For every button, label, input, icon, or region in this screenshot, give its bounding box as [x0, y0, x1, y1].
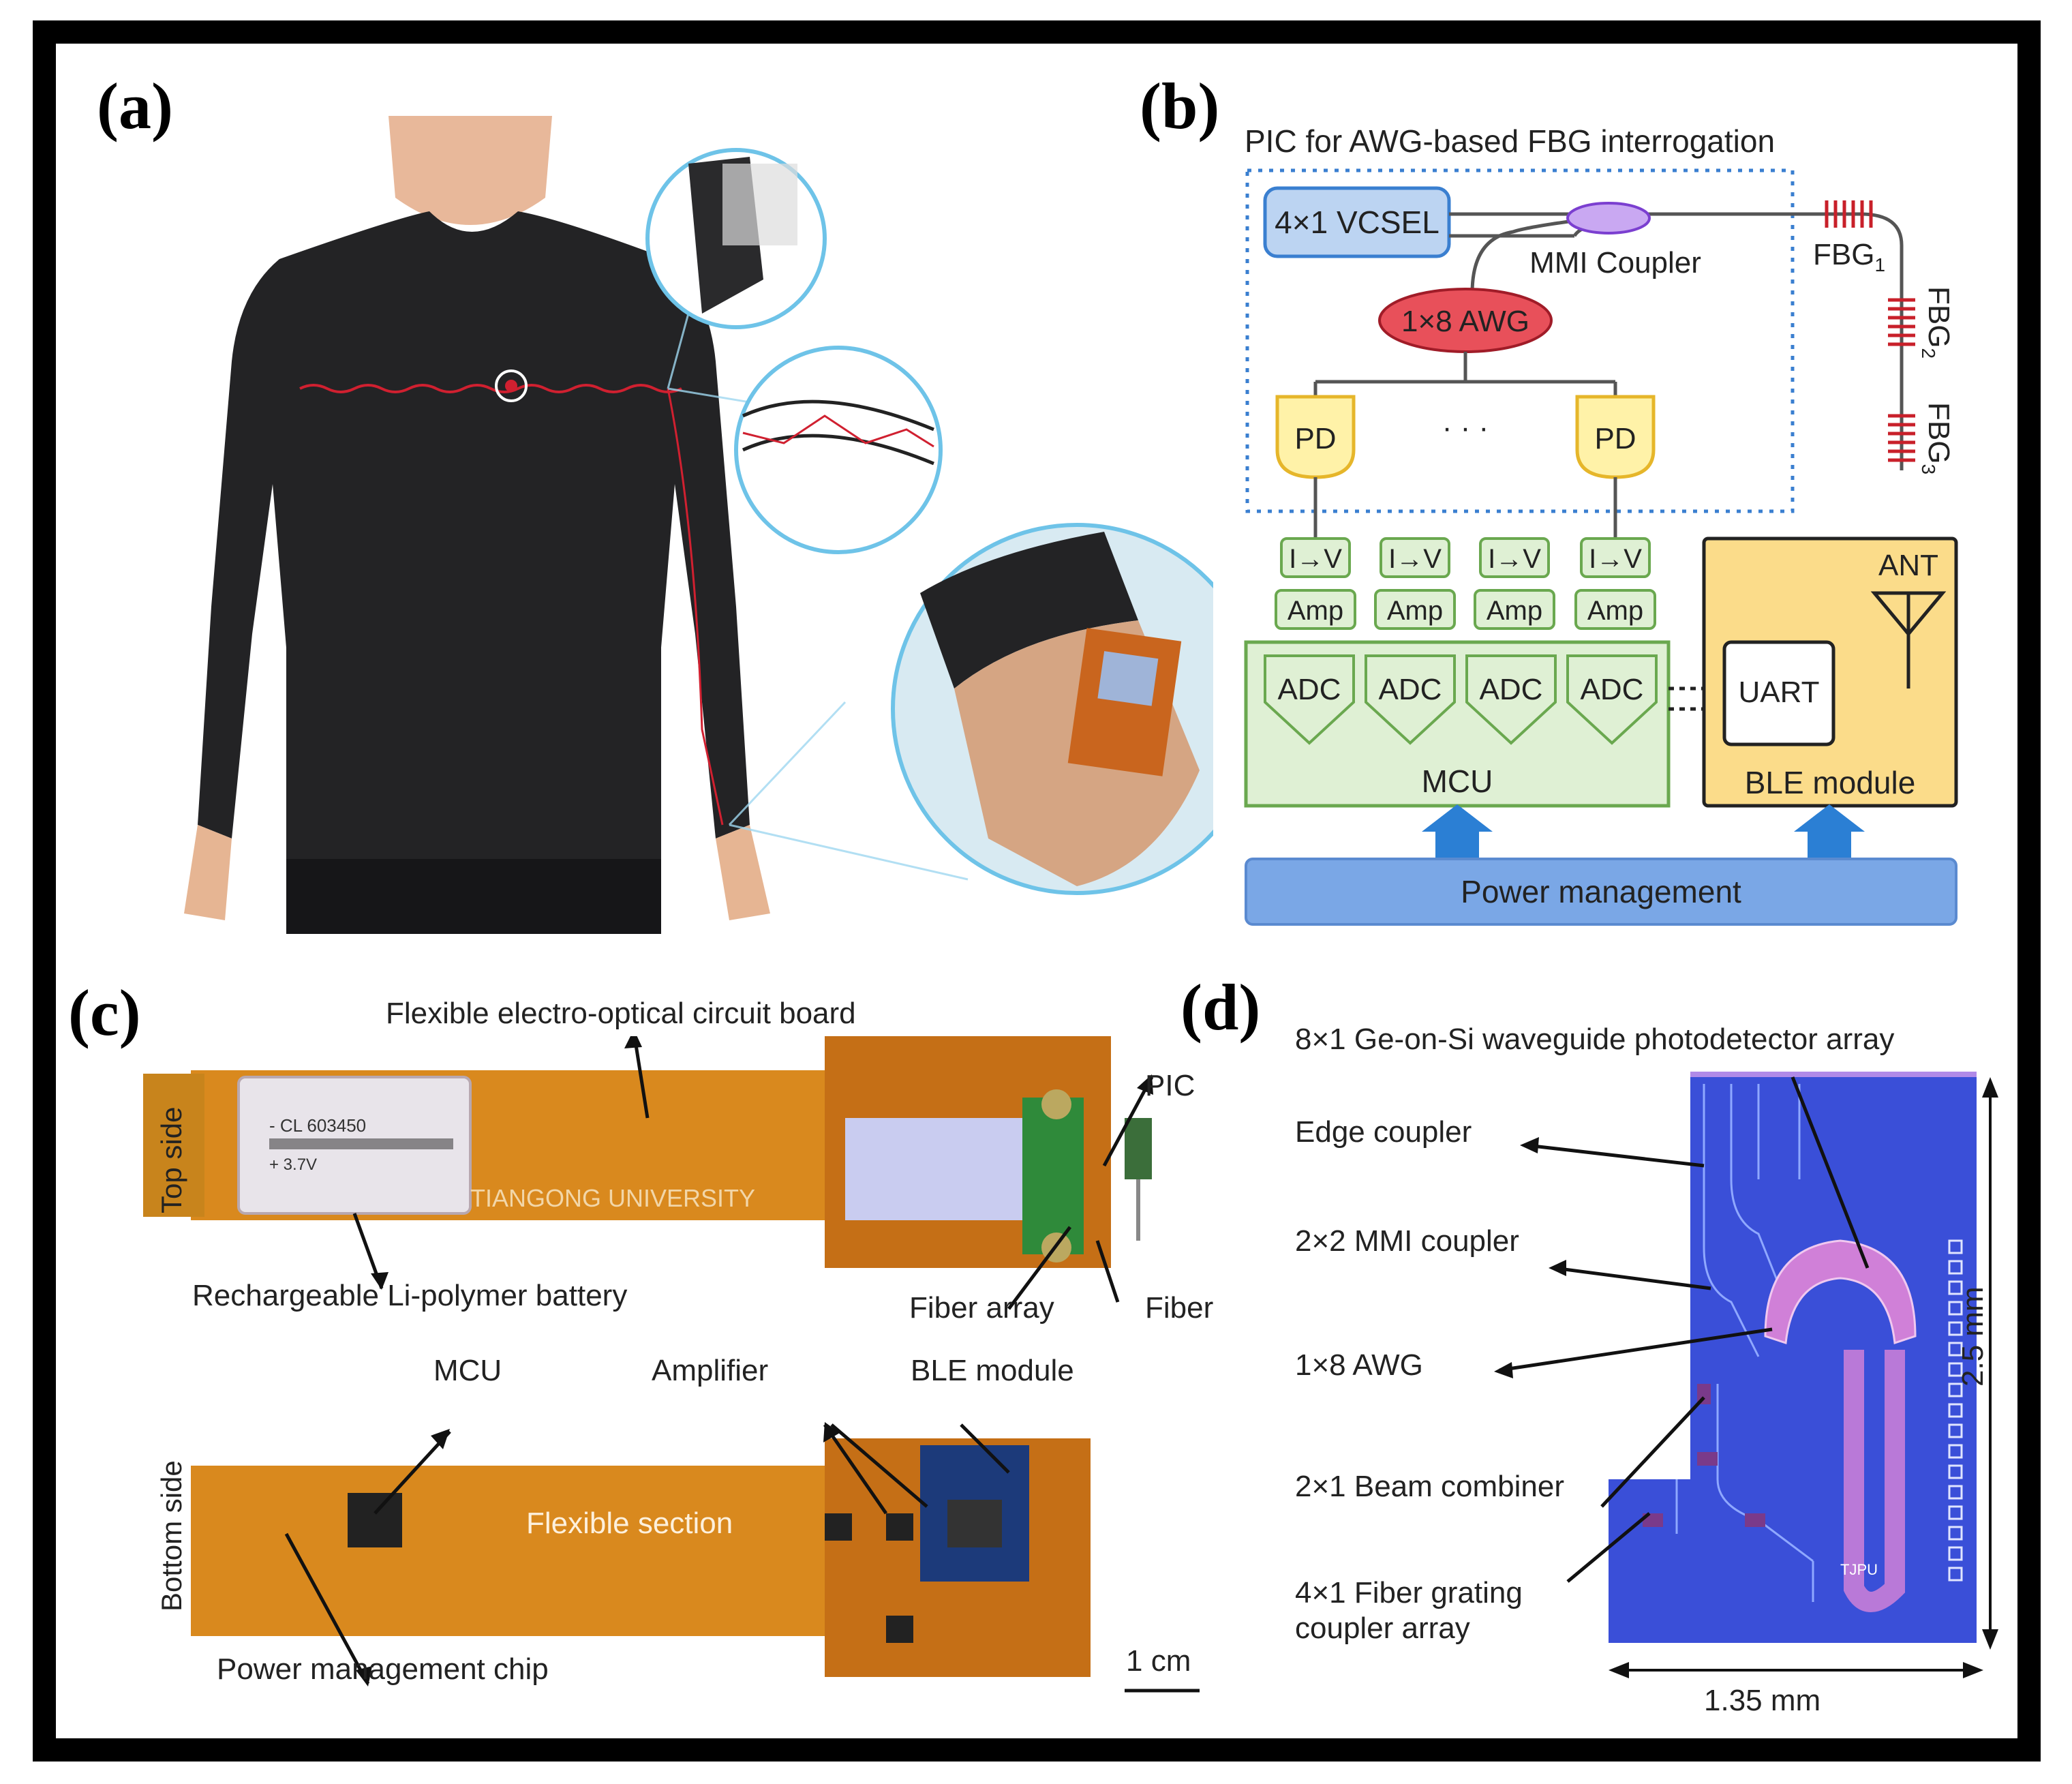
awg-label: 1×8 AWG	[1401, 305, 1529, 338]
ble-module-label: BLE module	[911, 1354, 1074, 1387]
beam-combiner-label: 2×1 Beam combiner	[1295, 1470, 1564, 1503]
iv-row: I→V I→V I→V I→V	[1280, 537, 1651, 578]
neck	[388, 116, 552, 225]
svg-text:+ 3.7V: + 3.7V	[269, 1155, 317, 1174]
fiber-line	[299, 384, 682, 393]
mcu-label: MCU	[1422, 764, 1493, 799]
amp-row: Amp Amp Amp Amp	[1275, 589, 1656, 630]
svg-text:ADC: ADC	[1278, 673, 1341, 706]
svg-text:ADC: ADC	[1379, 673, 1442, 706]
pd-ellipsis: · · ·	[1442, 411, 1489, 444]
adc-row	[1264, 654, 1658, 745]
vcsel-label: 4×1 VCSEL	[1275, 205, 1439, 240]
top-board-photo: - CL 603450 + 3.7V TIANGONG UNIVERSITY	[143, 1036, 1186, 1268]
scale-label: 1 cm	[1126, 1644, 1191, 1678]
svg-text:I→V: I→V	[1488, 544, 1541, 574]
flexible-section-label: Flexible section	[526, 1507, 733, 1540]
mmi-coupler-label: 2×2 MMI coupler	[1295, 1224, 1519, 1258]
power-management-bar	[1245, 858, 1957, 926]
fbg1-grating	[1825, 200, 1873, 228]
fiber-array-label: Fiber array	[909, 1291, 1054, 1325]
power-arrows	[1422, 804, 1865, 859]
width-label: 1.35 mm	[1704, 1684, 1821, 1717]
fiber-array-window	[845, 1118, 1036, 1220]
fbg3-label: FBG3	[1918, 402, 1955, 474]
panel-label-c: (c)	[68, 976, 141, 1049]
svg-text:Amp: Amp	[1587, 596, 1643, 626]
power-chip-label: Power management chip	[217, 1652, 549, 1686]
pd-pads	[1948, 1239, 1963, 1582]
svg-text:I→V: I→V	[1289, 544, 1342, 574]
fiber-arm	[667, 388, 724, 826]
awg-label-d: 1×8 AWG	[1295, 1348, 1423, 1382]
panel-d-chip: TJPU	[1494, 1072, 1998, 1678]
board-label: Flexible electro-optical circuit board	[386, 997, 856, 1030]
grating-array-label-1: 4×1 Fiber grating	[1295, 1576, 1523, 1609]
pants	[286, 859, 661, 934]
svg-text:PD: PD	[1594, 422, 1636, 455]
zoom-circle-sleeve	[645, 148, 827, 329]
arrow-heads	[356, 1036, 1153, 1687]
pd-array-label: 8×1 Ge-on-Si waveguide photodetector arr…	[1295, 1023, 1895, 1056]
svg-text:Amp: Amp	[1387, 596, 1443, 626]
panel-label-b: (b)	[1140, 70, 1220, 142]
fbg2-grating	[1888, 298, 1915, 346]
mcu-chip	[348, 1493, 402, 1547]
fbg2-label: FBG2	[1918, 286, 1955, 359]
svg-text:Amp: Amp	[1288, 596, 1343, 626]
bottom-side-label: Bottom side	[155, 1460, 187, 1612]
svg-text:Amp: Amp	[1487, 596, 1542, 626]
callout-arrows	[284, 1036, 1154, 1685]
pic-callout: PIC	[1145, 1069, 1195, 1102]
uart-label: UART	[1739, 676, 1820, 709]
chip-callout-arrows	[1499, 1076, 1870, 1583]
sensor-node	[495, 369, 528, 402]
chip-mark: TJPU	[1840, 1561, 1878, 1578]
pic-title: PIC for AWG-based FBG interrogation	[1245, 123, 1776, 159]
uart-box	[1722, 640, 1835, 746]
svg-text:ADC: ADC	[1480, 673, 1543, 706]
edge-coupler-label: Edge coupler	[1295, 1115, 1472, 1149]
height-label: 2.5 mm	[1956, 1286, 1990, 1387]
mmi-label: MMI Coupler	[1529, 246, 1701, 279]
zoom-circle-wrist	[891, 523, 1213, 895]
battery-label: Rechargeable Li-polymer battery	[192, 1279, 628, 1312]
ble-label: BLE module	[1745, 765, 1916, 800]
right-hand	[716, 825, 770, 920]
awg-structure	[1764, 1239, 1917, 1345]
shirt-torso	[198, 211, 750, 859]
amplifier-label: Amplifier	[652, 1354, 769, 1387]
mcu-callout: MCU	[433, 1354, 502, 1387]
left-hand	[184, 825, 232, 920]
svg-text:I→V: I→V	[1589, 544, 1642, 574]
svg-text:I→V: I→V	[1388, 544, 1442, 574]
panel-b-diagram: 4×1 VCSEL MMI Coupler 1×8 AWG PD PD · · …	[1244, 168, 1958, 926]
panel-a-illustration	[184, 116, 1213, 934]
panel-c-photos: - CL 603450 + 3.7V TIANGONG UNIVERSITY	[143, 1036, 1200, 1693]
fiber-label: Fiber	[1145, 1291, 1214, 1325]
svg-text:ADC: ADC	[1581, 673, 1644, 706]
fbg1-label: FBG1	[1813, 238, 1885, 275]
bottom-board-photo	[191, 1438, 1091, 1677]
power-label: Power management	[1461, 874, 1741, 909]
pd-left	[1275, 395, 1356, 479]
pd-right	[1575, 395, 1656, 479]
mmi-coupler	[1566, 202, 1651, 235]
zoom-circle-fiber	[734, 346, 943, 554]
top-side-label: Top side	[155, 1106, 187, 1213]
university-print: TIANGONG UNIVERSITY	[470, 1184, 755, 1212]
grating-array-label-2: coupler array	[1295, 1612, 1470, 1645]
vcsel-box	[1263, 186, 1451, 258]
svg-text:PD: PD	[1294, 422, 1336, 455]
ant-label: ANT	[1878, 549, 1938, 582]
panel-label-d: (d)	[1180, 971, 1261, 1044]
antenna-icon	[1870, 591, 1947, 689]
panel-label-a: (a)	[97, 70, 173, 142]
fbg3-grating	[1888, 414, 1915, 462]
svg-text:- CL 603450: - CL 603450	[269, 1115, 366, 1136]
pic-boundary	[1245, 168, 1795, 513]
